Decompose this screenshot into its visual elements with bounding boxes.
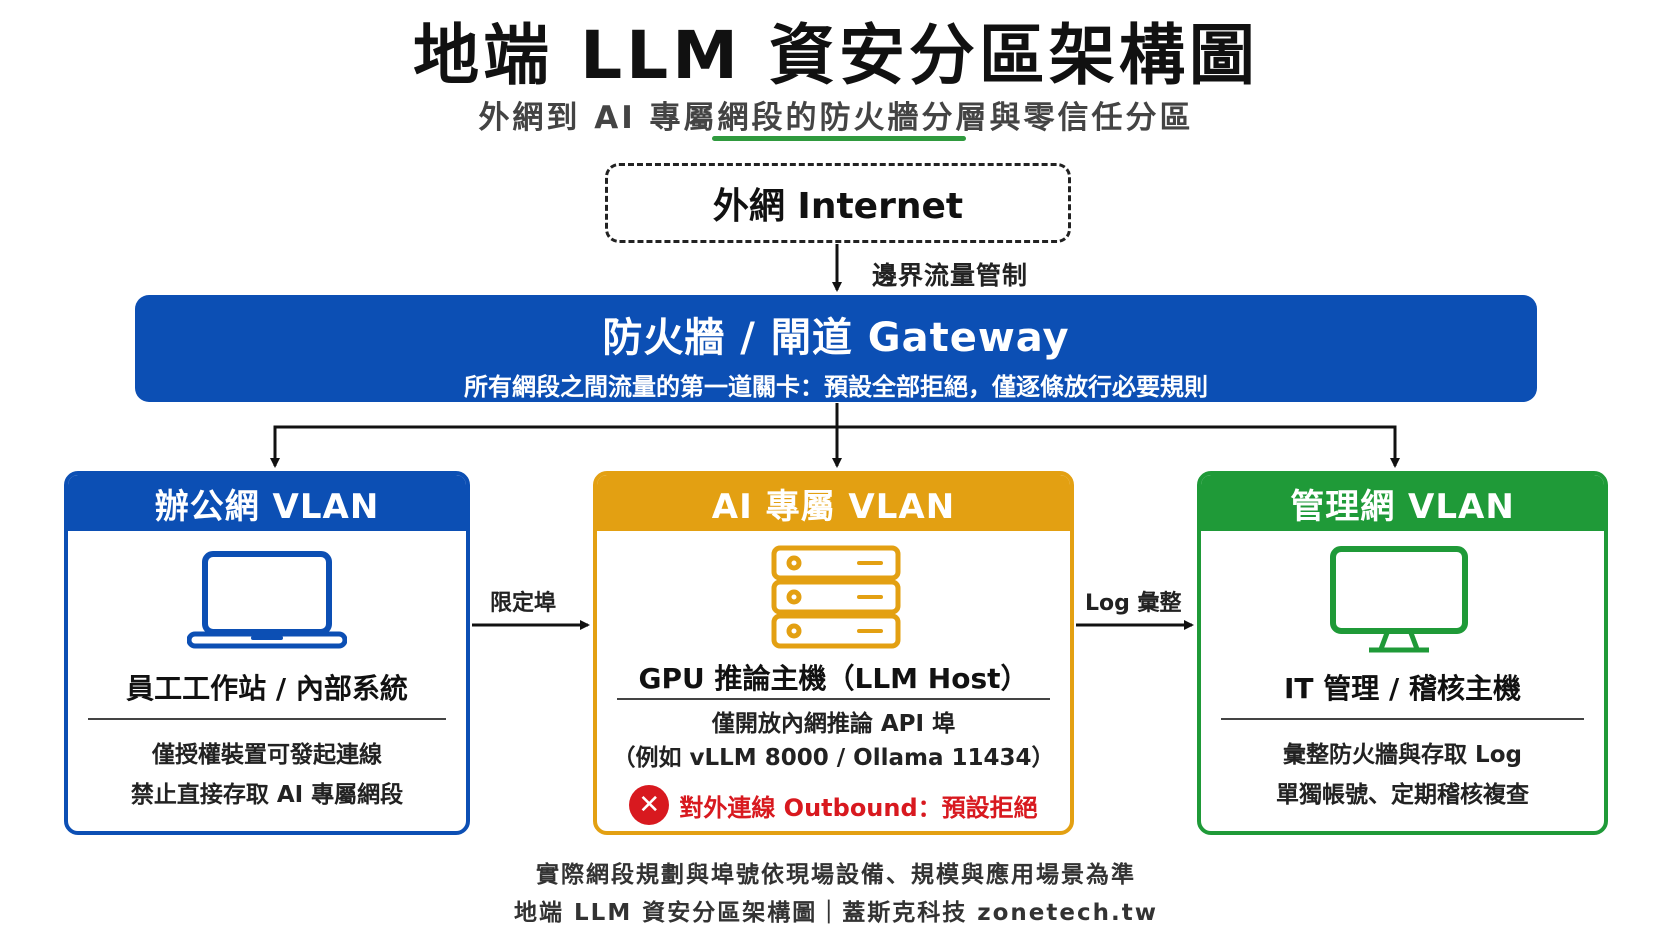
internet-node: 外網 Internet — [605, 163, 1071, 243]
office-vlan-header: 辦公網 VLAN — [68, 475, 466, 531]
bus-line — [273, 425, 1397, 466]
office-description: 僅授權裝置可發起連線 禁止直接存取 AI 專屬網段 — [68, 735, 466, 815]
gateway-title: 防火牆 / 閘道 Gateway — [602, 315, 1070, 361]
mgmt-vlan-card: 管理網 VLAN IT 管理 / 稽核主機 彙整防火牆與存取 Log 單獨帳號、… — [1197, 471, 1608, 835]
mgmt-host-title: IT 管理 / 稽核主機 — [1284, 672, 1521, 705]
outbound-deny-text: 對外連線 Outbound：預設拒絕 — [679, 793, 1038, 822]
office-line-2: 禁止直接存取 AI 專屬網段 — [130, 782, 404, 808]
edge-label-boundary: 邊界流量管制 — [872, 261, 1029, 290]
outbound-deny-row: ✕ 對外連線 Outbound：預設拒絕 — [597, 785, 1070, 825]
footer-credit: 地端 LLM 資安分區架構圖｜蓋斯克科技 zonetech.tw — [514, 900, 1158, 926]
ai-host-title: GPU 推論主機（LLM Host） — [638, 662, 1029, 695]
internet-label: 外網 Internet — [712, 186, 964, 227]
diagram-subtitle: 外網到 AI 專屬網段的防火牆分層與零信任分區 — [478, 100, 1194, 136]
office-divider — [88, 718, 446, 720]
edge-label-log-aggregation: Log 彙整 — [1085, 591, 1182, 616]
office-host-title: 員工工作站 / 內部系統 — [126, 672, 408, 705]
ai-vlan-header: AI 專屬 VLAN — [597, 475, 1070, 531]
mgmt-vlan-header: 管理網 VLAN — [1201, 475, 1604, 531]
gateway-description: 所有網段之間流量的第一道關卡：預設全部拒絕，僅逐條放行必要規則 — [464, 373, 1208, 401]
subtitle-underline — [712, 136, 966, 141]
gateway-node: 防火牆 / 閘道 Gateway 所有網段之間流量的第一道關卡：預設全部拒絕，僅… — [135, 295, 1537, 402]
mgmt-line-2: 單獨帳號、定期稽核複查 — [1276, 782, 1529, 808]
mgmt-line-1: 彙整防火牆與存取 Log — [1283, 742, 1522, 768]
office-vlan-card: 辦公網 VLAN 員工工作站 / 內部系統 僅授權裝置可發起連線 禁止直接存取 … — [64, 471, 470, 835]
mgmt-divider — [1221, 718, 1584, 720]
ai-line-1: 僅開放內網推論 API 埠 — [711, 711, 956, 737]
monitor-icon — [1329, 545, 1469, 659]
server-rack-icon — [771, 545, 901, 653]
diagram-title: 地端 LLM 資安分區架構圖 — [413, 17, 1259, 94]
ai-vlan-card: AI 專屬 VLAN GPU 推論主機（LLM Host） 僅開放內網推論 AP… — [593, 471, 1074, 835]
ai-divider — [617, 698, 1050, 700]
mgmt-description: 彙整防火牆與存取 Log 單獨帳號、定期稽核複查 — [1201, 735, 1604, 815]
deny-x-icon: ✕ — [629, 785, 670, 825]
ai-line-2: （例如 vLLM 8000 / Ollama 11434） — [612, 745, 1055, 771]
edge-label-restricted-port: 限定埠 — [490, 591, 557, 616]
laptop-icon — [186, 550, 348, 654]
footer-note: 實際網段規劃與埠號依現場設備、規模與應用場景為準 — [536, 862, 1136, 888]
ai-description: 僅開放內網推論 API 埠 （例如 vLLM 8000 / Ollama 114… — [597, 707, 1070, 775]
office-line-1: 僅授權裝置可發起連線 — [152, 742, 382, 768]
